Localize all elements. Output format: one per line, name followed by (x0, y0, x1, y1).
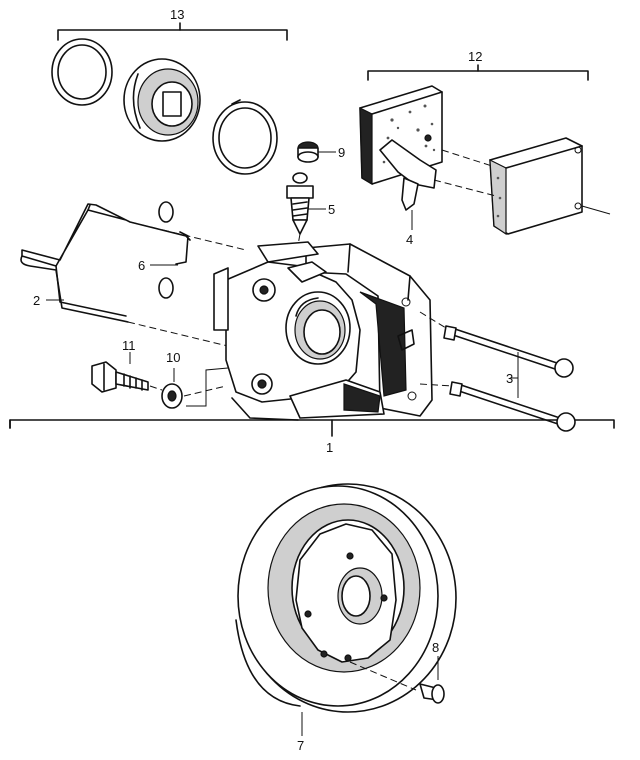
callout-3: 3 (506, 371, 513, 386)
piston-seal-ring (51, 38, 113, 106)
callout-2: 2 (33, 293, 40, 308)
guide-pin-lower (449, 381, 576, 432)
callout-5: 5 (328, 202, 335, 217)
bleeder-cap (297, 141, 319, 163)
caliper-clip (158, 201, 189, 299)
callout-1: 1 (326, 440, 333, 455)
brake-pad-outer (489, 137, 583, 236)
washer (161, 383, 183, 409)
callout-11: 11 (122, 338, 136, 353)
brake-disc (235, 483, 457, 713)
bleeder-screw (286, 172, 314, 235)
bracket-13 (57, 22, 288, 41)
callout-10: 10 (166, 350, 180, 365)
caliper-housing (213, 241, 433, 421)
callout-12: 12 (468, 49, 482, 64)
guide-pin-upper (443, 325, 574, 378)
callout-9: 9 (338, 145, 345, 160)
callout-8: 8 (432, 640, 439, 655)
anti-rattle-spring (20, 203, 191, 323)
callout-4: 4 (406, 232, 413, 247)
mounting-bolt (91, 361, 149, 393)
callout-7: 7 (297, 738, 304, 753)
disc-screw (419, 683, 445, 704)
bracket-12 (367, 64, 589, 81)
callout-6: 6 (138, 258, 145, 273)
brake-pad-inner (359, 85, 443, 211)
piston (123, 58, 201, 142)
dust-boot-ring (212, 99, 278, 175)
callout-13: 13 (170, 7, 184, 22)
bracket-1 (9, 419, 615, 437)
